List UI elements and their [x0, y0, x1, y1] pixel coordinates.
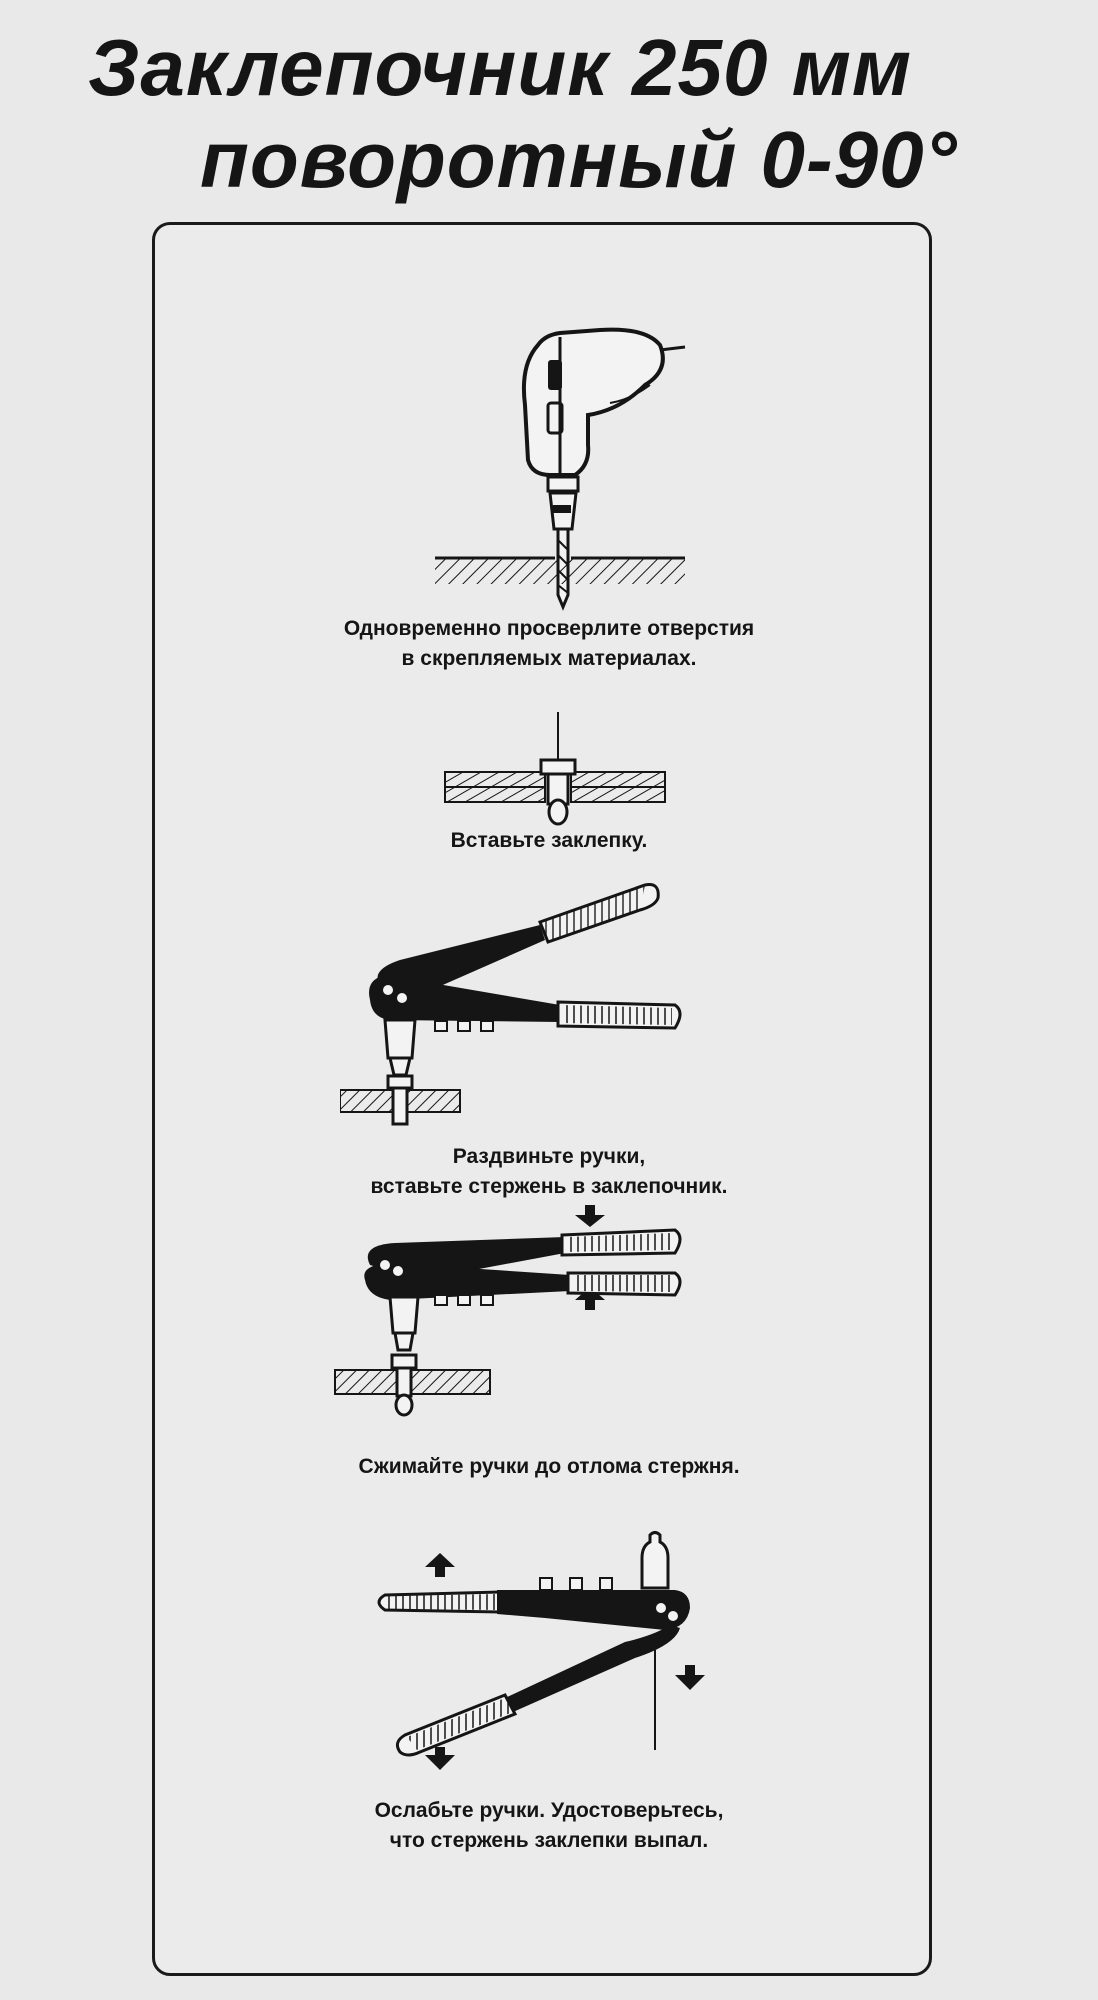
step-4-line-1: Сжимайте ручки до отлома стержня. [358, 1455, 740, 1478]
step-5-line-1: Ослабьте ручки. Удостоверьтесь, [374, 1799, 724, 1822]
step-1-line-1: Одновременно просверлите отверстия [343, 617, 755, 640]
step-5-line-2: что стержень заклепки выпал. [389, 1829, 709, 1852]
step-2-caption: Вставьте заклепку. [0, 826, 1098, 856]
step-3-line-1: Раздвиньте ручки, [452, 1145, 646, 1168]
drill-icon [435, 327, 686, 611]
rivet-insert-icon [444, 712, 666, 826]
step-5-caption: Ослабьте ручки. Удостоверьтесь, что стер… [0, 1796, 1098, 1856]
page-title-line-1: Заклепочник 250 мм [88, 23, 913, 112]
riveter-squeeze-icon [334, 1205, 682, 1417]
step-2-line-1: Вставьте заклепку. [450, 829, 648, 852]
step-4-caption: Сжимайте ручки до отлома стержня. [0, 1452, 1098, 1482]
step-3-line-2: вставьте стержень в заклепочник. [370, 1175, 728, 1198]
logo-corner-icon [130, 0, 210, 20]
step-1-caption: Одновременно просверлите отверстия в скр… [0, 614, 1098, 674]
step-3-caption: Раздвиньте ручки, вставьте стержень в за… [0, 1142, 1098, 1202]
riveter-release-icon [377, 1531, 705, 1770]
step-1-line-2: в скрепляемых материалах. [401, 647, 697, 670]
riveter-open-icon [340, 883, 682, 1126]
page-title-line-2: поворотный 0-90° [200, 115, 958, 204]
